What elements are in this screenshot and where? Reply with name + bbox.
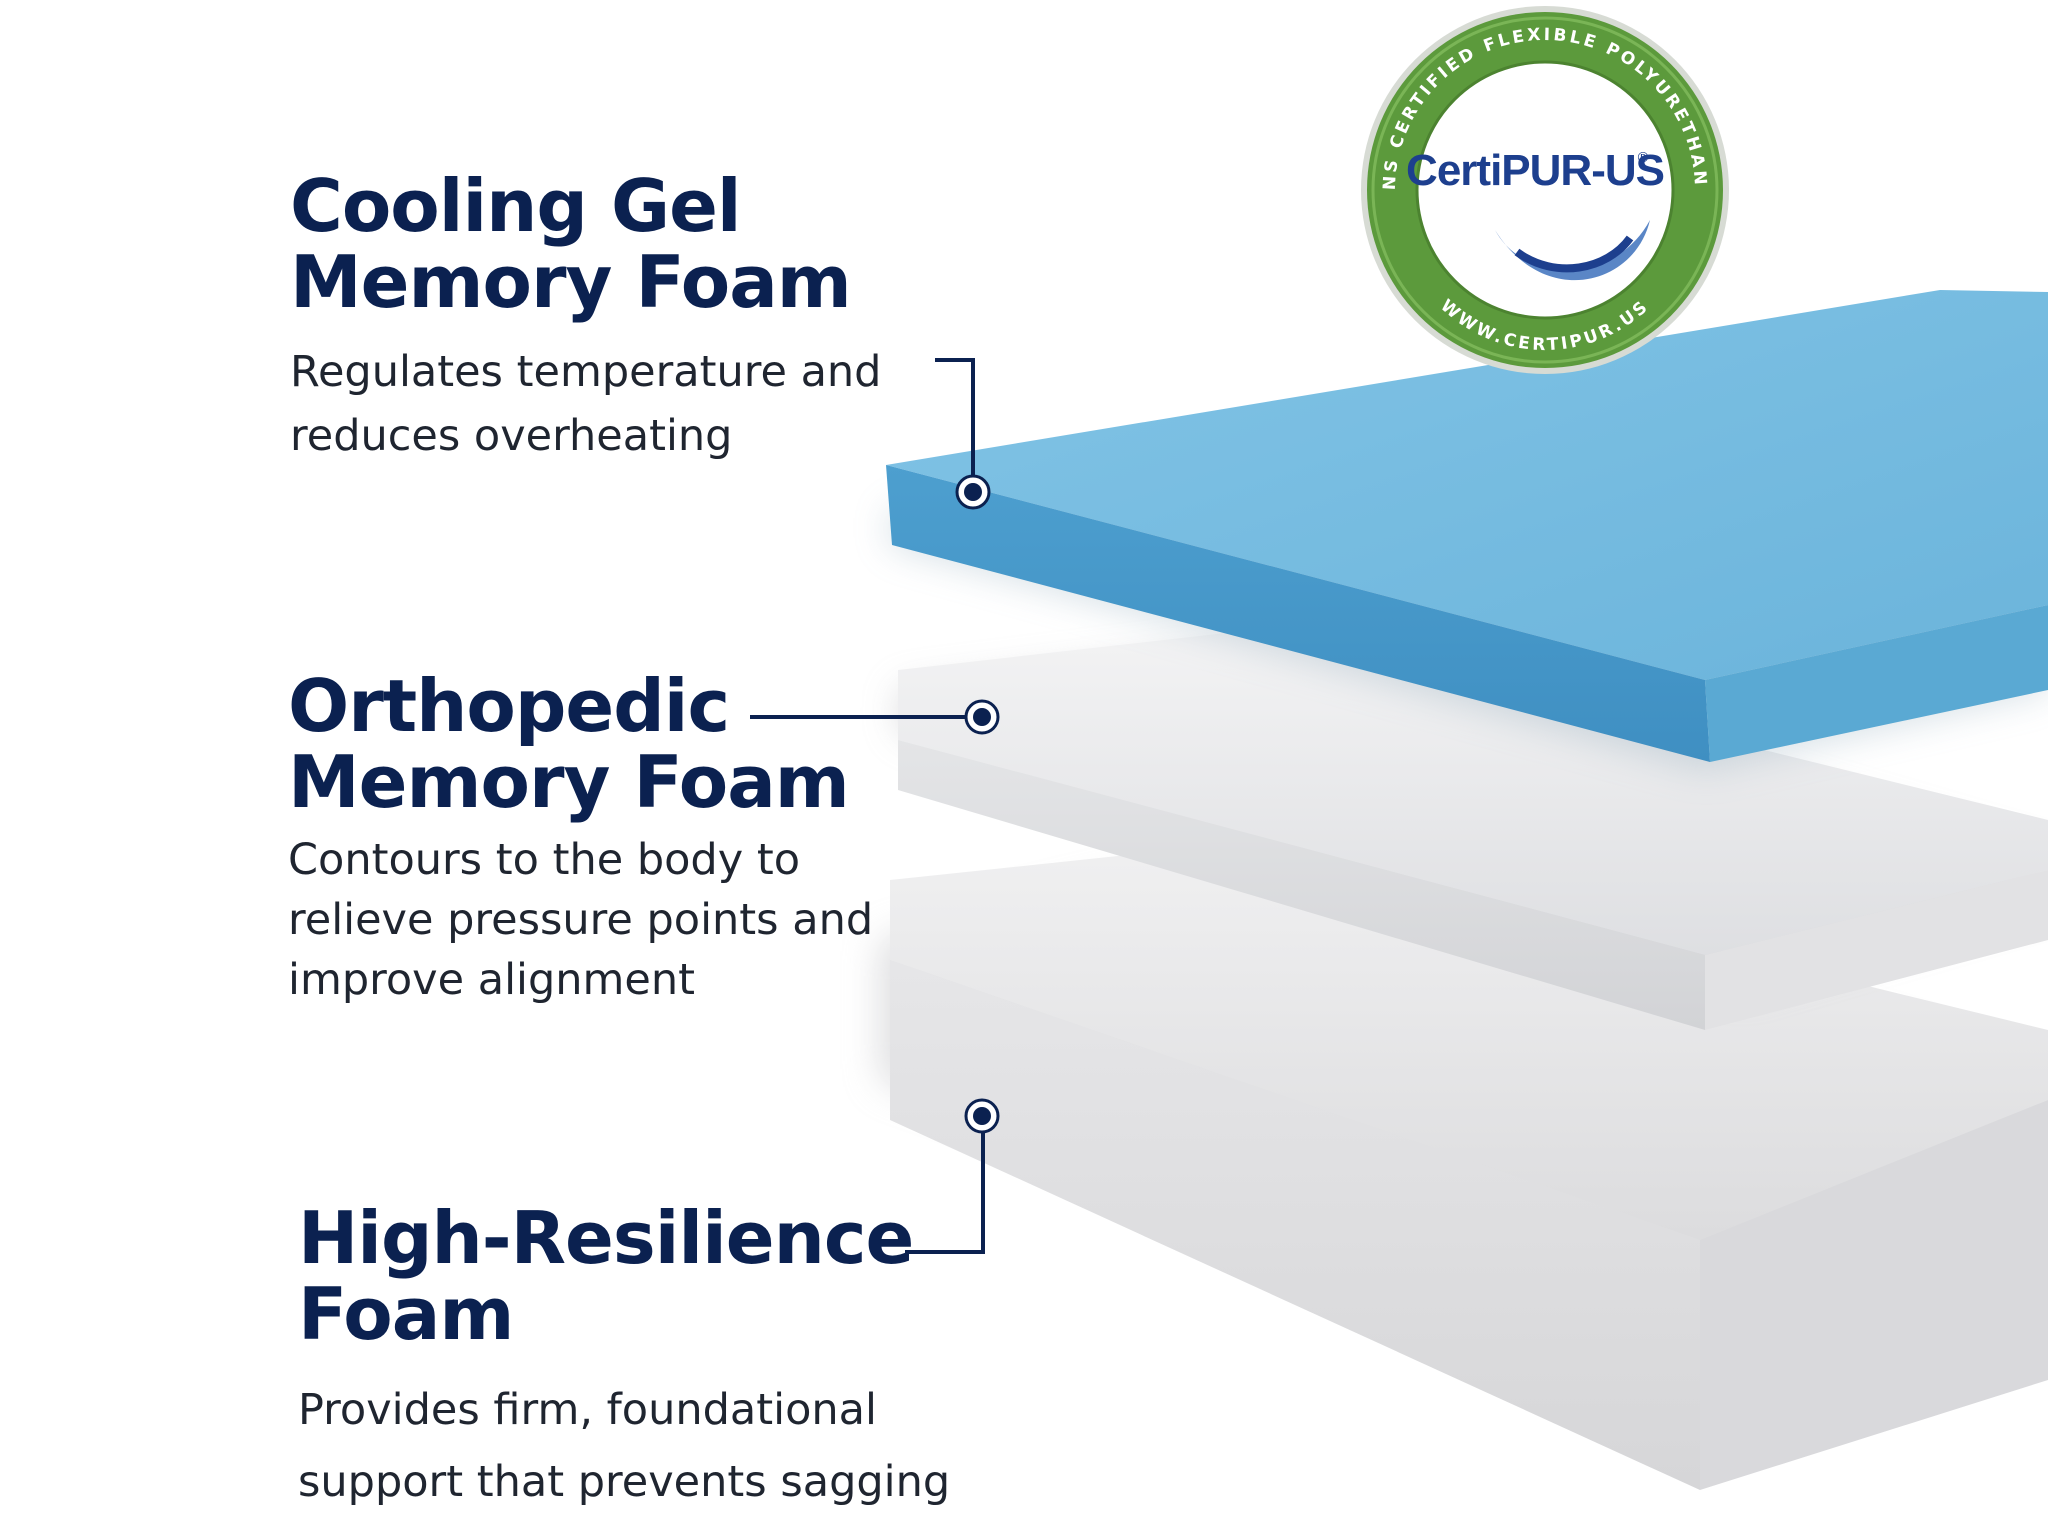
feature-hr-description: Provides firm, foundational support that… <box>298 1385 951 1507</box>
feature-hr-title-line1: High-Resilience <box>298 1196 914 1280</box>
badge-brand-text: CertiPUR-US <box>1406 146 1664 195</box>
feature-ortho-title: Orthopedic Memory Foam <box>288 668 928 820</box>
callout-cooling-connector <box>935 358 991 510</box>
badge-registered-mark: ® <box>1636 150 1650 166</box>
certipur-us-badge: CONTAINS CERTIFIED FLEXIBLE POLYURETHANE… <box>1361 6 1729 374</box>
callout-ortho-connector <box>750 699 1000 735</box>
feature-hr-title-line2: Foam <box>298 1272 514 1356</box>
feature-cooling-title-line2: Memory Foam <box>290 240 852 324</box>
cooling-gel-foam-layer <box>886 290 2048 770</box>
feature-ortho-description: Contours to the body to relieve pressure… <box>288 835 874 1005</box>
feature-cooling-gel: Cooling Gel Memory Foam Regulates temper… <box>290 168 930 468</box>
feature-orthopedic: Orthopedic Memory Foam Contours to the b… <box>288 668 928 1010</box>
feature-cooling-title: Cooling Gel Memory Foam <box>290 168 930 320</box>
feature-ortho-title-line1: Orthopedic <box>288 664 730 748</box>
high-resilience-foam-layer <box>880 840 2048 1490</box>
orthopedic-foam-layer <box>898 628 2048 1030</box>
feature-cooling-description: Regulates temperature and reduces overhe… <box>290 347 882 461</box>
feature-hr-title: High-Resilience Foam <box>298 1200 1018 1352</box>
feature-ortho-title-line2: Memory Foam <box>288 740 850 824</box>
callout-hr-connector <box>905 1098 1000 1254</box>
feature-cooling-title-line1: Cooling Gel <box>290 164 742 248</box>
feature-high-resilience: High-Resilience Foam Provides firm, foun… <box>298 1200 1018 1518</box>
